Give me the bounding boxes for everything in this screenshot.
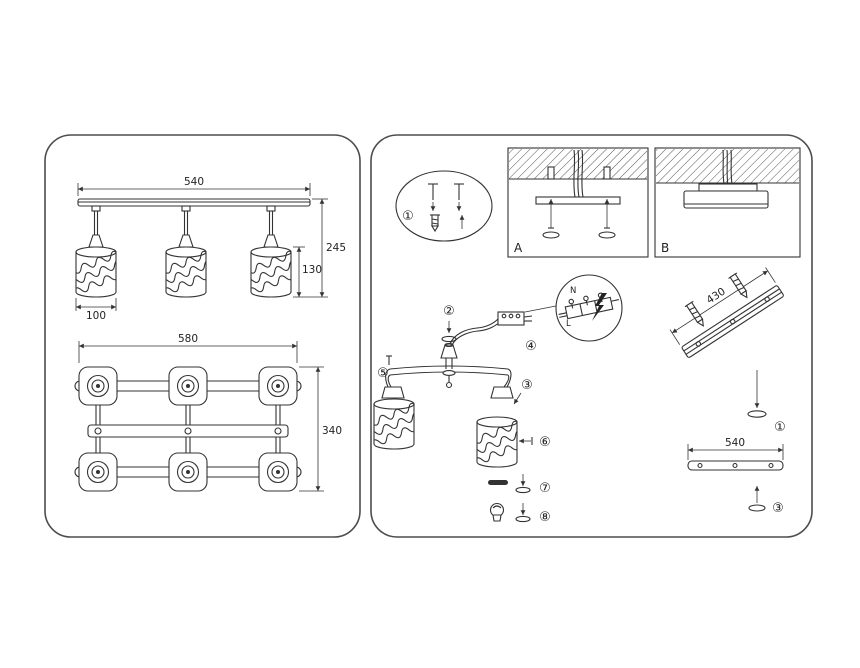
lamp-holder: [490, 386, 514, 399]
callout-leader: [524, 305, 557, 313]
dim-label-shade-height: 130: [302, 264, 322, 276]
step-marker-6: ⑥: [539, 435, 551, 450]
detail-callout-anchors: ①: [395, 170, 493, 242]
mounting-bracket: [698, 183, 758, 192]
panel-b-label: B: [661, 241, 669, 255]
plan-shade-4: [78, 452, 118, 492]
panel-a-label: A: [514, 241, 523, 255]
screw-side-icon: [519, 437, 533, 445]
mounting-bar-540: 540 ③: [687, 437, 784, 516]
ceiling-panel-b: B: [654, 147, 801, 258]
step-marker-anchor: ①: [774, 420, 786, 435]
screw-icon: [428, 183, 438, 211]
ceiling-wires: [722, 149, 733, 187]
dim-label-total-drop: 245: [326, 242, 346, 254]
step-marker-1: ①: [402, 209, 414, 224]
plan-view: 580 340: [74, 333, 342, 492]
anchor-dowel-icon: [684, 300, 704, 327]
dim-label-shade-width: 100: [86, 310, 106, 322]
bracket-anchor-step: ①: [747, 370, 786, 435]
canopy-mounted: [683, 190, 769, 209]
insert-down-icon: [515, 503, 531, 523]
supply-wire: [451, 321, 501, 346]
screw-up-icon: [542, 199, 560, 239]
supply-wire: [449, 318, 499, 345]
lamp-front-1: [65, 205, 127, 297]
bulb-icon: [489, 502, 505, 522]
step-marker-5: ⑤: [377, 366, 389, 381]
dim-plan-depth: 340: [299, 366, 342, 492]
screw-up-icon: [598, 199, 616, 239]
anchor-dowel-icon: [728, 272, 748, 299]
screw-icon: [454, 183, 464, 211]
dim-plan-width: 580: [78, 333, 298, 363]
dim-label-plan-width: 580: [178, 333, 198, 345]
plan-shade-5: [168, 452, 208, 492]
step-marker-7: ⑦: [539, 481, 551, 496]
dim-front-width: 540: [77, 176, 311, 196]
lamp-front-2: [155, 205, 217, 297]
plan-shade-3: [258, 366, 298, 406]
plan-center-bar: [87, 424, 289, 438]
insert-down-icon: [515, 474, 531, 494]
ceiling-panel-a: A: [507, 147, 649, 258]
dim-shade-width: 100: [75, 298, 117, 322]
decor-ring-icon: [488, 480, 508, 485]
terminal-n-label: N: [570, 286, 576, 296]
anchor-in-ceiling: [603, 166, 611, 180]
anchor-dowel-icon: [430, 214, 440, 233]
mounting-bracket: [535, 196, 621, 205]
front-view: 540: [65, 176, 346, 322]
screw-icon: [386, 355, 392, 365]
terminal-l-label: L: [566, 319, 571, 329]
step-marker-2: ②: [443, 304, 455, 319]
lamp-front-3: [240, 205, 302, 297]
dim-total-drop: 245: [293, 198, 346, 298]
assembly-exploded: ②: [363, 274, 623, 525]
fixture-bar: [389, 365, 509, 370]
finial: [445, 381, 453, 389]
dim-label-bar: 540: [725, 437, 745, 449]
step-marker-8: ⑧: [539, 510, 551, 525]
step-marker-4: ④: [525, 339, 537, 354]
wiring-detail-callout: N L: [555, 274, 623, 342]
dim-shade-height: 130: [293, 246, 322, 297]
lamp-holder: [381, 386, 405, 399]
screw-up-step: ③: [748, 486, 784, 516]
plan-stems: [95, 405, 281, 453]
ceiling-wires: [573, 149, 584, 198]
arrow-icon: [513, 392, 522, 405]
terminal-block: [497, 311, 533, 326]
step-marker-3: ③: [521, 378, 533, 393]
lightning-warning-icon: [592, 293, 607, 321]
step-marker-bar: ③: [772, 501, 784, 516]
plan-shade-6: [258, 452, 298, 492]
anchor-in-ceiling: [547, 166, 555, 180]
plan-shade-1: [78, 366, 118, 406]
dim-label-plan-depth: 340: [322, 425, 342, 437]
dim-label-front-width: 540: [184, 176, 204, 188]
plan-shade-2: [168, 366, 208, 406]
